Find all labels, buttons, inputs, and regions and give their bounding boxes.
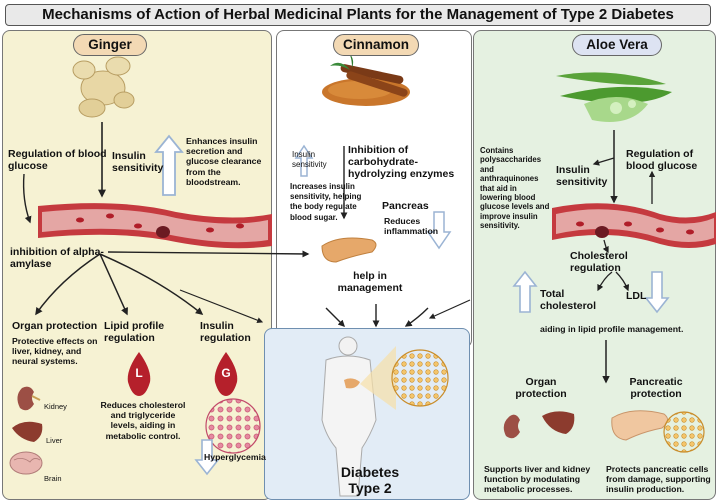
decrease-arrow-icon [194,439,220,476]
human-body-icon [321,336,377,497]
brain-label: Brain [44,474,62,483]
pancreatic-cells-icon [663,411,705,453]
pancreas-icon [611,410,668,441]
cinnamon-icon [322,50,410,106]
cinnamon-heading: Cinnamon [333,34,419,56]
blood-vessel-icon [552,203,716,248]
aloe-contains-text: Contains polysaccharides and anthraquino… [480,146,550,231]
aloe-organ-protection-title: Organ protection [515,376,567,400]
hyperglycemia-label: Hyperglycemia [204,452,266,462]
pancreatic-protection-title: Pancreatic protection [629,376,683,400]
lipid-profile-text: Reduces cholesterol and triglyceride lev… [100,400,186,441]
blood-vessel-icon [38,203,272,249]
pancreas-icon [321,237,377,263]
insulin-regulation-title: Insulin regulation [200,320,251,344]
cinnamon-inhibition-label: Inhibition of carbohydrate-hydrolyzing e… [348,144,455,180]
decrease-arrow-icon [426,211,452,250]
increase-arrow-icon [512,270,538,313]
help-in-management-label: help in management [337,270,403,294]
ginger-insulin-sensitivity-label: Insulin sensitivity [112,150,164,174]
blood-cells-icon [205,398,261,454]
kidney-icon [17,386,41,411]
cinnamon-insulin-sensitivity-label: Insulin sensitivity [292,150,327,170]
pancreas-label: Pancreas [382,200,429,212]
brain-icon [9,451,43,475]
ginger-root-icon [72,56,135,118]
aloe-vera-icon [556,72,672,122]
organ-protection-text: Protective effects on liver, kidney, and… [12,336,98,367]
ginger-inhibition-label: inhibition of alpha-amylase [10,246,104,270]
diabetes-line1: Diabetes [340,464,400,480]
organ-protection-title: Organ protection [12,320,98,332]
glucose-drop-icon [214,352,238,396]
kidney-icon [503,414,520,439]
ginger-heading: Ginger [73,34,147,56]
cinnamon-increases-text: Increases insulin sensitivity, helping t… [290,182,362,222]
liver-icon [542,411,575,434]
ginger-enhances-text: Enhances insulin secretion and glucose c… [186,136,262,187]
aiding-lipid-text: aiding in lipid profile management. [540,324,684,334]
glucose-drop-letter: G [221,366,231,380]
decrease-arrow-icon [644,271,670,314]
lipid-drop-icon [127,352,151,396]
ginger-regulation-label: Regulation of blood glucose [8,148,107,172]
lipid-drop-letter: L [135,366,143,380]
pancreatic-cells-icon [391,349,449,407]
aloe-insulin-sensitivity-label: Insulin sensitivity [556,164,608,188]
total-cholesterol-label: Total cholesterol [540,288,597,312]
aloe-vera-heading: Aloe Vera [572,34,662,56]
lipid-profile-title: Lipid profile regulation [104,320,165,344]
increase-arrow-icon [294,144,314,177]
cholesterol-regulation-label: Cholesterol regulation [570,250,628,274]
increase-arrow-icon [154,134,184,196]
diabetes-line2: Type 2 [348,480,392,496]
liver-label: Liver [46,436,63,445]
ldl-label: LDL [626,290,647,302]
reduces-inflammation-text: Reduces inflammation [384,216,439,237]
liver-icon [12,421,43,442]
protects-pancreatic-text: Protects pancreatic cells from damage, s… [606,464,711,495]
page-title: Mechanisms of Action of Herbal Medicinal… [5,4,711,26]
supports-liver-text: Supports liver and kidney function by mo… [484,464,591,495]
kidney-label: Kidney [44,402,67,411]
aloe-regulation-label: Regulation of blood glucose [626,148,698,172]
